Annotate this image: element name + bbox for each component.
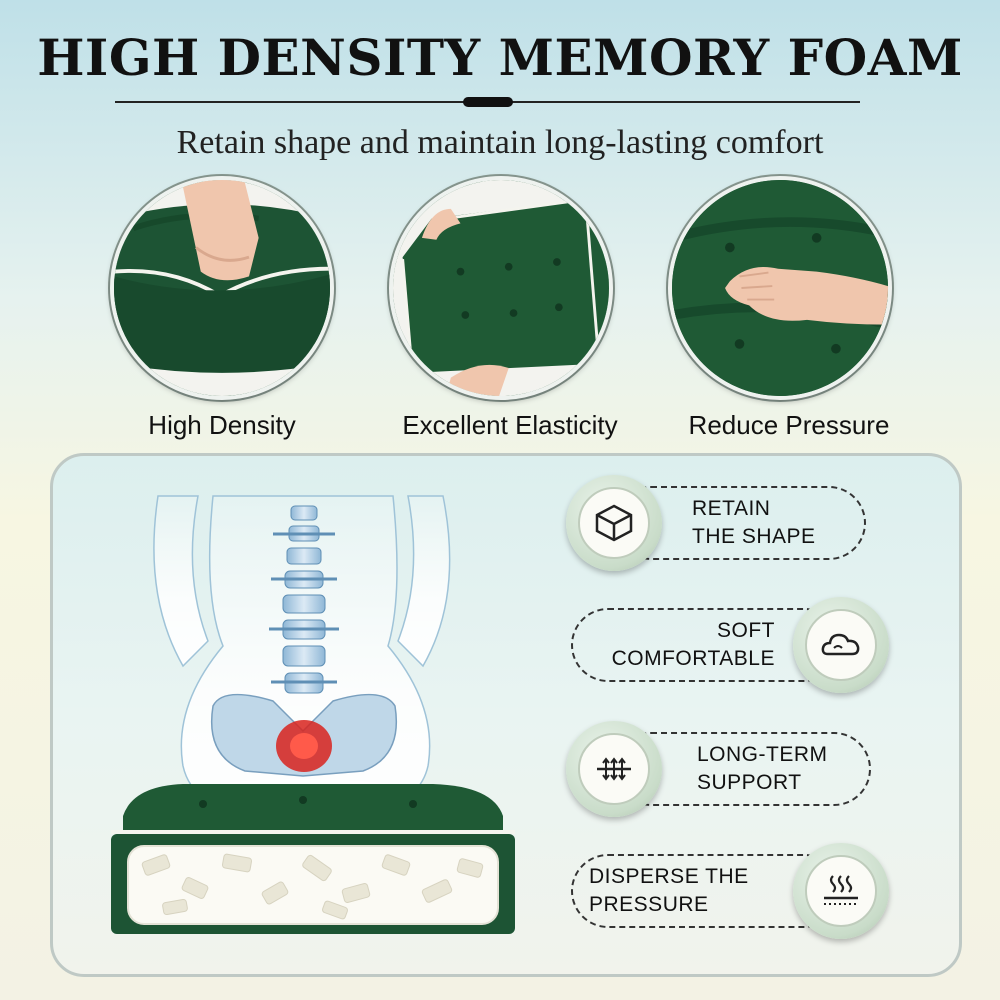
- page-title: HIGH DENSITY MEMORY FOAM: [37, 28, 963, 87]
- feature-text-line1: SOFT: [717, 619, 775, 642]
- label-excellent-elasticity: Excellent Elasticity: [402, 410, 618, 440]
- label-reduce-pressure: Reduce Pressure: [688, 410, 890, 440]
- cube-outline-icon: [595, 504, 633, 542]
- feature-badge: [793, 843, 889, 939]
- feature-text-line1: DISPERSE THE: [589, 865, 749, 888]
- feature-text-line1: RETAIN: [692, 497, 771, 520]
- feature-text-line2: THE SHAPE: [692, 525, 816, 548]
- feature-text-line2: PRESSURE: [589, 893, 709, 916]
- support-arrows-icon: [597, 757, 631, 781]
- high-density-photo: [110, 176, 334, 400]
- cloud-icon: [821, 633, 860, 656]
- feature-long-term-support: LONG-TERM SUPPORT: [566, 721, 871, 817]
- feature-retain-shape: RETAIN THE SHAPE: [566, 475, 866, 571]
- reduce-pressure-photo: [668, 176, 892, 400]
- feature-text-line1: LONG-TERM: [697, 743, 828, 766]
- feature-soft-comfortable: SOFT COMFORTABLE: [571, 597, 901, 693]
- spine-cushion-illustration: [111, 495, 515, 934]
- title-divider-pill: [463, 97, 513, 107]
- heat-waves-icon: [824, 875, 858, 905]
- feature-text-line2: COMFORTABLE: [611, 647, 775, 670]
- label-high-density: High Density: [148, 410, 296, 440]
- feature-text-line2: SUPPORT: [697, 771, 802, 794]
- page-subtitle: Retain shape and maintain long-lasting c…: [176, 124, 824, 161]
- feature-badge: [793, 597, 889, 693]
- feature-badge: [566, 475, 662, 571]
- excellent-elasticity-photo: [389, 176, 613, 400]
- features-panel: RETAIN THE SHAPE SOFT COMFORTABLE: [50, 453, 962, 977]
- feature-badge: [566, 721, 662, 817]
- feature-disperse-pressure: DISPERSE THE PRESSURE: [571, 843, 901, 939]
